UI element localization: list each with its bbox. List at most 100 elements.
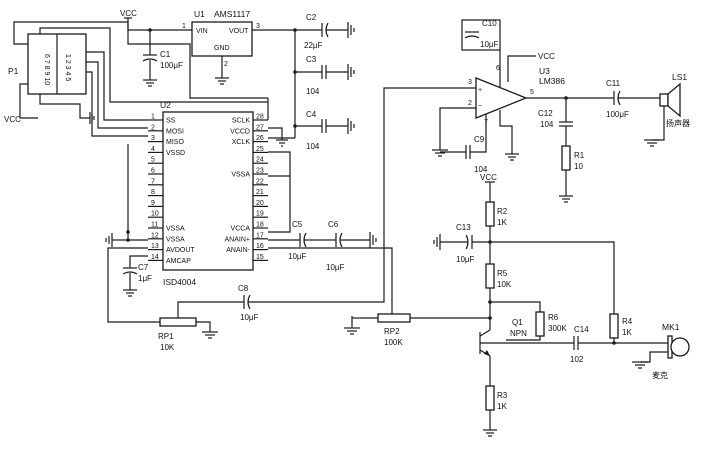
u2-left-pin-name: VSSA [166,236,185,243]
u2-right-pin-name: VCCA [231,226,251,233]
c11-value: 100μF [606,110,629,119]
r1-value: 10 [574,162,583,171]
c14-value: 102 [570,355,584,364]
u2-left-pin-name: SS [166,118,176,125]
c12-value: 104 [540,120,554,129]
u2-ref: U2 [160,100,171,110]
u2-right-pin-name: SCLK [232,118,251,125]
q1-ref: Q1 [512,318,523,327]
r4-ref: R4 [622,317,633,326]
c4-value: 104 [306,142,320,151]
u2-right-pin-number: 19 [256,211,264,218]
u2-right-pin-number: 15 [256,254,264,261]
c5-value: 10μF [288,252,307,261]
vcc-label-top: VCC [120,9,137,18]
c14-ref: C14 [574,325,589,334]
r5-value: 10K [497,280,512,289]
u2-left-pin-number: 14 [151,254,159,261]
u3-pin6-num: 6 [496,65,500,72]
microphone-mk1: MK1 麦克 [632,322,690,380]
ls1-label: 扬声器 [666,118,690,128]
c4-ref: C4 [306,110,317,119]
capacitor-c7: C7 1μF [122,255,152,297]
c7-value: 1μF [138,274,152,283]
capacitor-c8: C8 10μF [177,87,476,322]
r5-ref: R5 [497,269,508,278]
u2-left-pin-number: 9 [151,200,155,207]
u2-right-pin-number: 24 [256,157,264,164]
u2-left-pin-number: 10 [151,211,159,218]
r1-ref: R1 [574,151,585,160]
q1-type: NPN [510,329,527,338]
u2-left-pins: 1SS2MOSI3MISO4VSSD567891011VSSA12VSSA13A… [148,114,195,265]
u1-pin-vin: VIN [196,28,208,35]
u3-pin2-num: 2 [468,100,472,107]
rp1-value: 10K [160,343,175,352]
c2-value: 22μF [304,41,323,50]
u1-ref: U1 [194,9,205,19]
c5-ref: C5 [292,220,303,229]
p1-ref: P1 [8,66,19,76]
u2-right-pin-number: 28 [256,114,264,121]
u2-right-pin-number: 26 [256,135,264,142]
u3-minus-sign: − [478,103,482,110]
capacitor-c14: C14 102 [506,325,668,364]
u2-left-pin-number: 13 [151,243,159,250]
c2-ref: C2 [306,13,317,22]
c6-value: 10μF [326,263,345,272]
c1-value: 100μF [160,61,183,70]
r2-value: 1K [497,218,507,227]
u1-pin2-num: 2 [224,61,228,68]
u2-right-pin-number: 23 [256,168,264,175]
resistor-r1: R1 10 [559,145,585,203]
r2-ref: R2 [497,207,508,216]
u2-left-pin-number: 4 [151,146,155,153]
u2-left-pin-number: 12 [151,232,159,239]
u2-left-pin-name: AVDOUT [166,247,195,254]
u2-right-pin-number: 17 [256,232,264,239]
c9-value: 104 [474,165,488,174]
resistor-r6: R6 300K [490,301,567,341]
u2-right-pin-number: 16 [256,243,264,250]
ls1-ref: LS1 [672,72,687,82]
u2-right-pin-name: ANAIN+ [225,236,250,243]
u2-right-pin-number: 27 [256,124,264,131]
p1-bottom-pin-numbers: 1 2 3 4 5 [64,54,71,81]
r3-value: 1K [497,402,507,411]
u2-left-pin-number: 2 [151,124,155,131]
u2-right-pin-number: 22 [256,178,264,185]
capacitor-c5: C5 10μF [268,220,320,261]
mk1-label: 麦克 [652,370,668,380]
r4-value: 1K [622,328,632,337]
u2-part: ISD4004 [163,277,196,287]
u2-right-pins: 28SCLK27VCCD26XCLK252423VSSA2221201918VC… [225,114,268,261]
u1-part: AMS1117 [214,9,250,19]
resistor-r2: R2 1K [485,201,508,264]
r3-ref: R3 [497,391,508,400]
c8-value: 10μF [240,313,259,322]
u1-pin-gnd: GND [214,45,230,52]
c13-ref: C13 [456,223,471,232]
r6-ref: R6 [548,313,559,322]
potentiometer-rp1: RP1 10K [158,312,218,352]
u3-part: LM386 [539,76,565,86]
capacitor-c12: C12 104 [538,98,573,146]
capacitor-c6: C6 10μF [268,220,393,306]
c10-value: 10μF [480,40,499,49]
u2-right-pin-name: ANAIN- [226,247,250,254]
u2-left-pin-name: MISO [166,139,184,146]
u2-left-pin-number: 7 [151,178,155,185]
u2-left-pin-number: 1 [151,114,155,121]
speaker-ls1: LS1 扬声器 [644,72,690,147]
u2-left-pin-name: AMCAP [166,258,191,265]
mk1-ref: MK1 [662,322,680,332]
c1-ref: C1 [160,50,171,59]
p1-vcc-label: VCC [4,115,21,124]
u2-left-pin-number: 6 [151,168,155,175]
connector-p1: P1 6 7 8 9 10 1 2 3 4 5 VCC [4,33,87,124]
c11-ref: C11 [606,79,621,88]
c6-ref: C6 [328,220,339,229]
vcc-label-u3: VCC [538,52,555,61]
u2-left-pin-name: VSSA [166,226,185,233]
